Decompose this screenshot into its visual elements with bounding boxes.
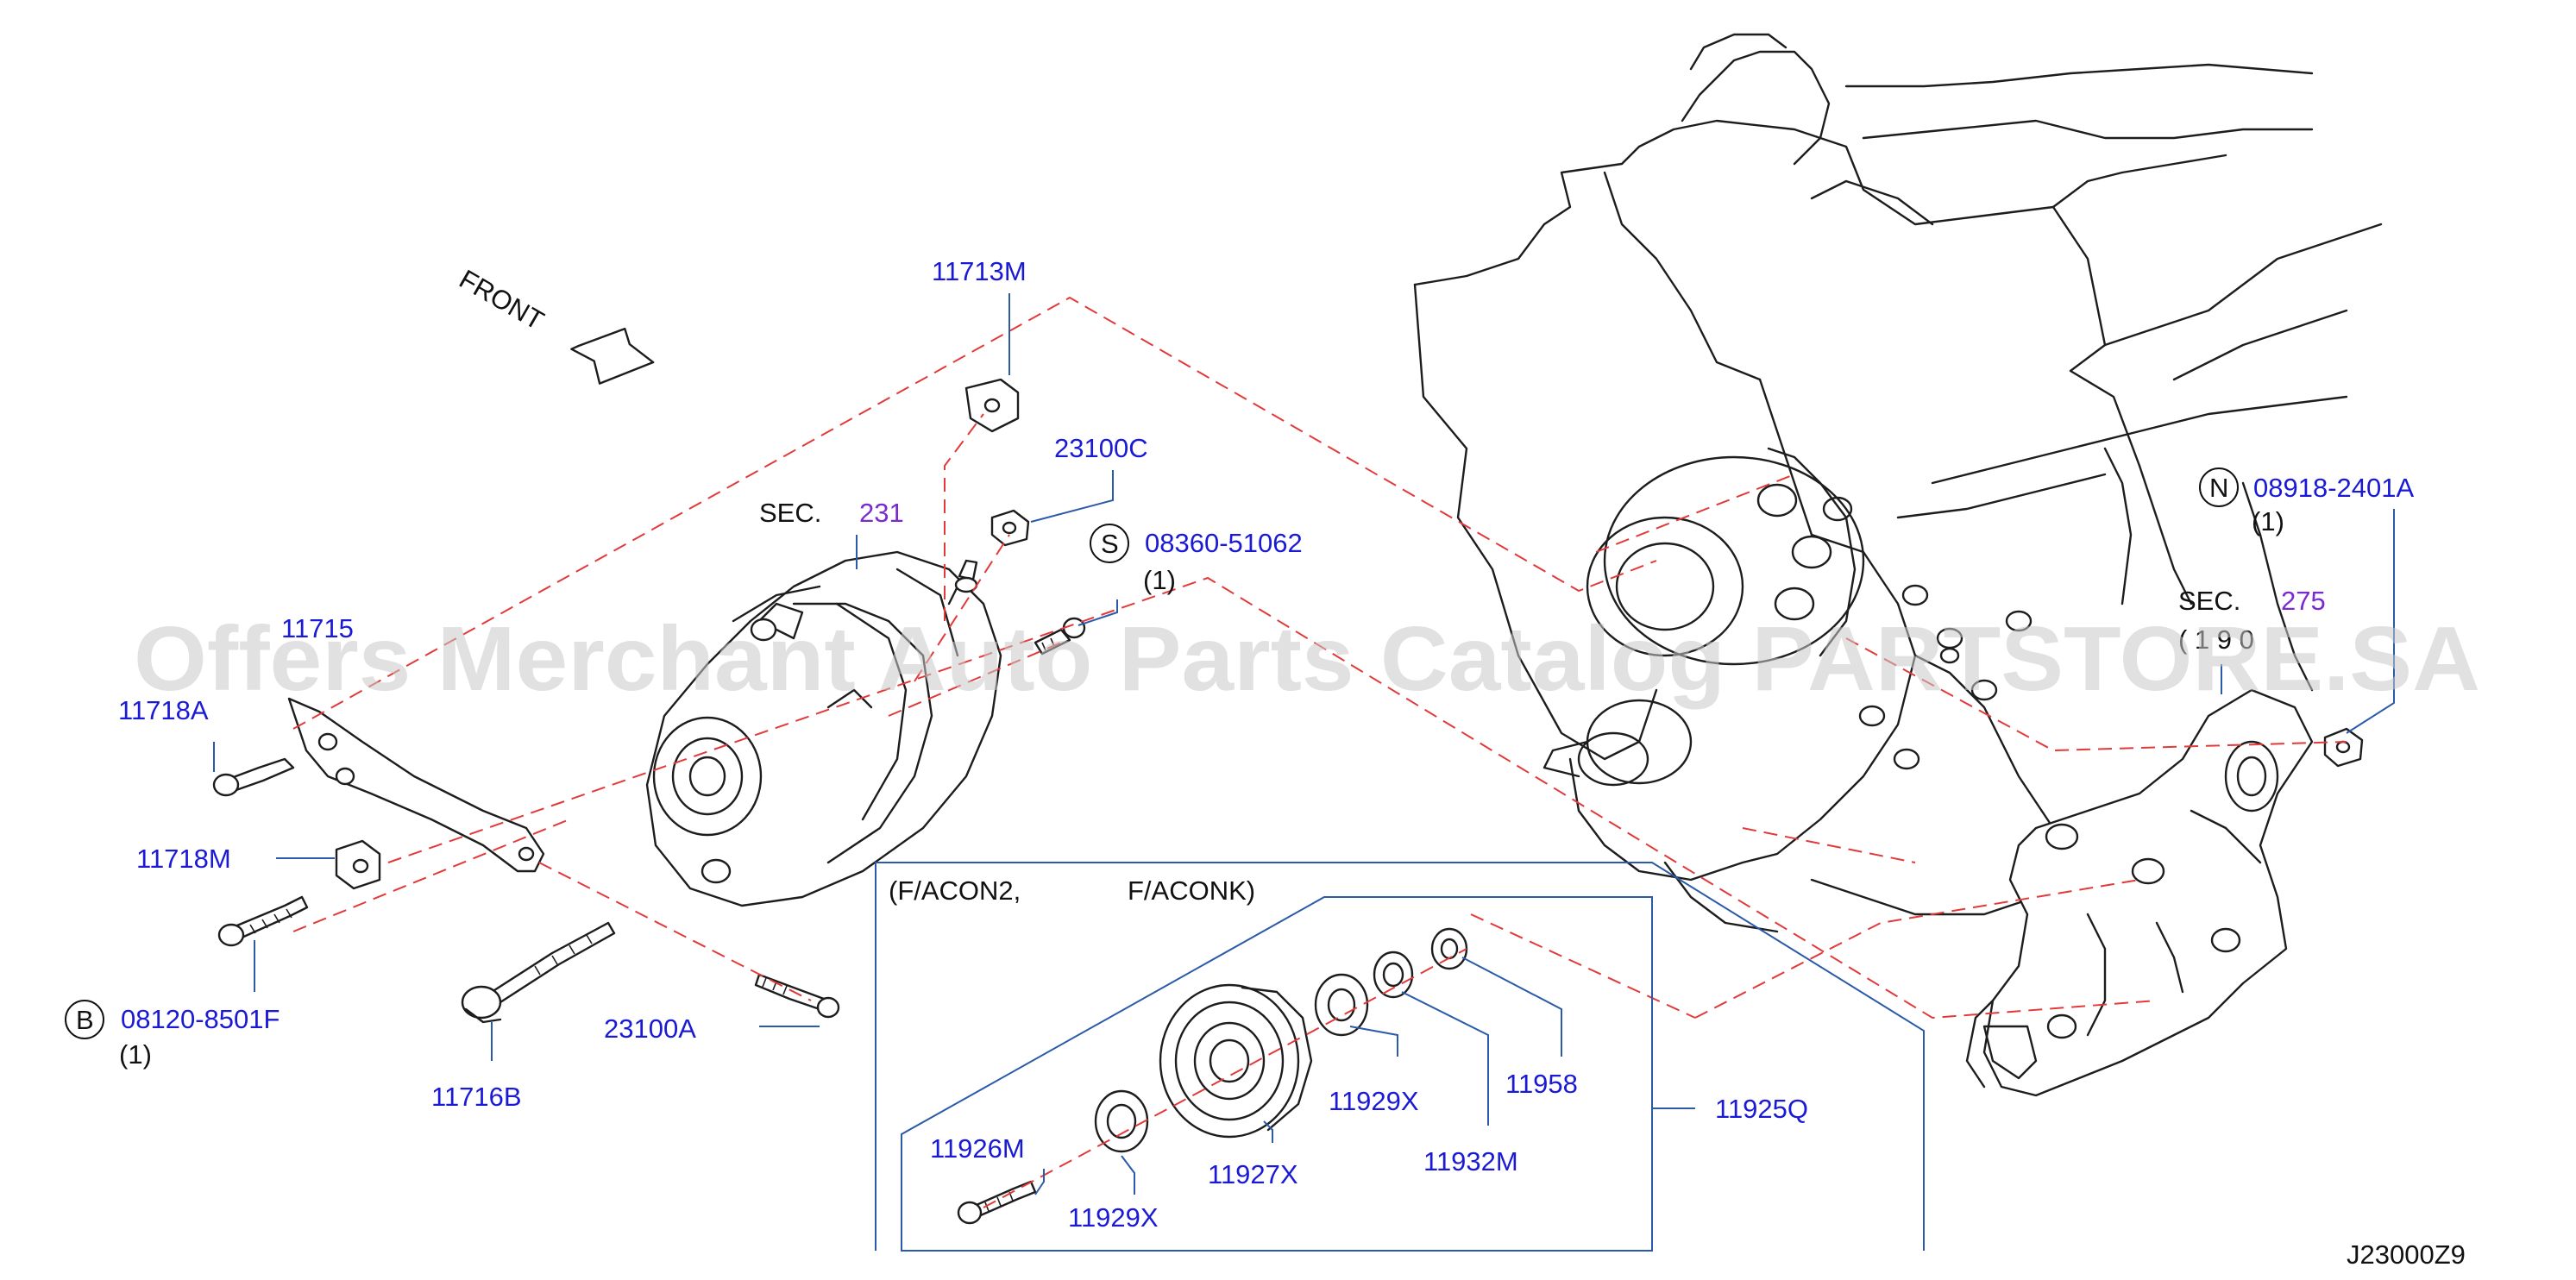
part-label-11929X-lower[interactable]: 11929X	[1068, 1202, 1159, 1233]
ac-compressor-bracket-drawing	[1965, 688, 2314, 1097]
inset-heading-right: F/ACONK)	[1128, 875, 1255, 906]
nut-08918-2401A	[2323, 727, 2364, 768]
part-label-08120-8501F[interactable]: 08120-8501F	[121, 1004, 280, 1034]
sec-label-bracket: SEC.	[2178, 586, 2240, 616]
sec-sub-bracket: ( 1 9 0	[2178, 624, 2254, 655]
engine-block-drawing	[1413, 33, 2383, 933]
part-label-08918-2401A[interactable]: 08918-2401A	[2253, 473, 2414, 503]
qty-08360-51062: (1)	[1143, 565, 1176, 595]
svg-text:N: N	[2209, 473, 2228, 503]
nut-11718M	[335, 839, 381, 890]
symbol-B: B	[65, 1000, 104, 1039]
sec-label-alternator: SEC.	[759, 498, 821, 528]
symbol-S: S	[1090, 524, 1129, 563]
sec-link-231[interactable]: 231	[859, 498, 904, 528]
symbol-N: N	[2199, 467, 2239, 507]
part-label-11958[interactable]: 11958	[1505, 1069, 1578, 1099]
part-label-11716B[interactable]: 11716B	[431, 1082, 522, 1112]
bolt-08360-51062	[1034, 617, 1086, 656]
part-label-11932M[interactable]: 11932M	[1423, 1146, 1518, 1176]
bolt-08120-8501F	[217, 895, 309, 947]
front-arrow	[570, 327, 655, 385]
nut-23100C	[990, 509, 1030, 547]
part-label-11715[interactable]: 11715	[281, 613, 354, 643]
part-label-11925Q[interactable]: 11925Q	[1715, 1094, 1808, 1124]
bolt-11718A	[212, 757, 295, 797]
front-label: FRONT	[455, 264, 550, 336]
bolt-23100A	[754, 973, 840, 1019]
svg-text:B: B	[76, 1005, 94, 1035]
part-label-11718A[interactable]: 11718A	[118, 695, 209, 725]
qty-08120-8501F: (1)	[119, 1039, 152, 1070]
inset-frame	[875, 862, 1925, 1252]
part-label-23100A[interactable]: 23100A	[604, 1013, 696, 1044]
adjusting-bracket-11715	[287, 697, 545, 873]
drawing-code: J23000Z9	[2347, 1239, 2466, 1270]
svg-text:S: S	[1101, 529, 1119, 559]
leader-lines	[213, 293, 2395, 1195]
phantom-centerlines	[292, 296, 2347, 1208]
sec-link-275[interactable]: 275	[2281, 586, 2326, 616]
bracket-11713M	[964, 378, 1020, 433]
qty-08918-2401A: (1)	[2252, 506, 2284, 536]
part-label-23100C[interactable]: 23100C	[1054, 433, 1148, 463]
part-label-08360-51062[interactable]: 08360-51062	[1145, 528, 1303, 558]
watermark: Offers Merchant Auto Parts Catalog PARTS…	[134, 608, 2480, 710]
part-label-11926M[interactable]: 11926M	[930, 1133, 1025, 1164]
inset-heading-left: (F/ACON2,	[889, 875, 1021, 906]
bolt-11716B	[461, 921, 616, 1024]
part-label-11929X-upper[interactable]: 11929X	[1329, 1086, 1419, 1116]
part-label-11927X[interactable]: 11927X	[1208, 1159, 1298, 1189]
part-label-11718M[interactable]: 11718M	[136, 844, 231, 874]
alternator-drawing	[645, 550, 1002, 907]
part-label-11713M[interactable]: 11713M	[932, 256, 1027, 286]
